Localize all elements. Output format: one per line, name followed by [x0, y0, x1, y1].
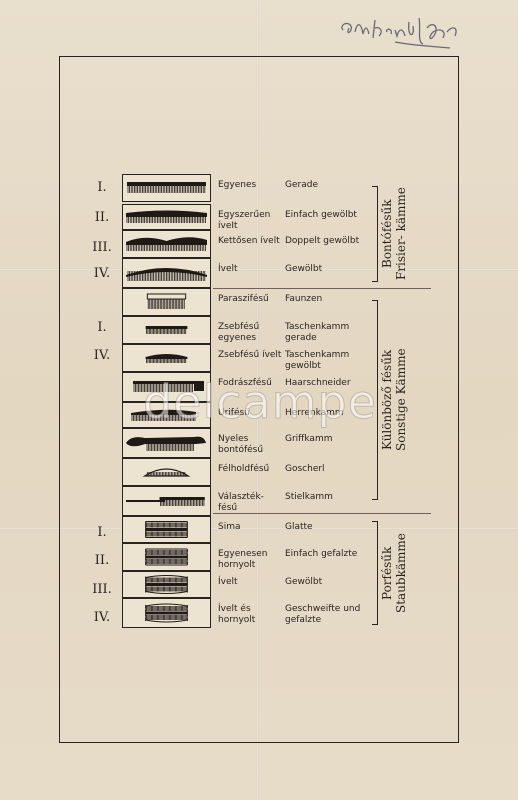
handwritten-signature: [341, 17, 457, 49]
row-label-german: Taschenkamm gewölbt: [285, 350, 350, 371]
row-label-hungarian: Félholdfésű: [218, 464, 270, 474]
row-label-hungarian: Egyenesen hornyolt: [218, 549, 268, 570]
fine-grooved-comb-icon: [145, 548, 188, 566]
fine-arched-comb-icon: [145, 575, 188, 594]
comb-illustration: [122, 204, 211, 230]
table-frame: [59, 56, 459, 743]
comb-illustration: [122, 543, 211, 571]
row-label-german: Gewölbt: [285, 577, 323, 587]
row-roman-numeral: II.: [94, 210, 110, 225]
row-label-german: Griffkamm: [285, 434, 333, 444]
comb-illustration: [122, 174, 211, 202]
row-roman-numeral: I.: [97, 180, 107, 195]
row-roman-numeral: I.: [97, 320, 107, 335]
comb-illustration: [122, 598, 211, 628]
group-bracket: [372, 186, 378, 282]
curved-comb-icon: [126, 210, 207, 223]
row-label-hungarian: Ívelt: [218, 577, 238, 587]
fold-line-horizontal: [0, 527, 518, 530]
comb-illustration: [122, 288, 211, 316]
comb-illustration: [122, 402, 211, 428]
halfmoon-comb-icon: [142, 468, 191, 477]
row-label-german: Geschweifte und gefalzte: [285, 604, 361, 625]
row-label-hungarian: Ívelt: [218, 264, 238, 274]
double-curved-comb-icon: [126, 237, 207, 251]
row-label-hungarian: Fodrászfésű: [218, 378, 272, 388]
row-label-hungarian: Ívelt és hornyolt: [218, 604, 256, 625]
row-label-hungarian: Kettősen ívelt: [218, 236, 280, 246]
row-label-hungarian: Nyeles bontófésű: [218, 434, 264, 455]
row-label-german: Goscherl: [285, 464, 325, 474]
comb-illustration: [122, 486, 211, 516]
fold-line-vertical: [256, 0, 259, 800]
row-label-german: Glatte: [285, 522, 313, 532]
row-label-german: Gerade: [285, 180, 318, 190]
pocket-comb-icon: [145, 326, 188, 334]
row-label-hungarian: Választék- fésű: [218, 492, 264, 513]
row-label-german: Einfach gefalzte: [285, 549, 358, 559]
row-label-german: Einfach gewölbt: [285, 210, 357, 220]
row-roman-numeral: III.: [92, 582, 112, 597]
tail-comb-icon: [126, 497, 205, 506]
fine-comb-icon: [145, 521, 188, 538]
row-label-hungarian: Sima: [218, 522, 241, 532]
group-bracket: [372, 521, 378, 625]
row-label-german: Doppelt gewölbt: [285, 236, 360, 246]
arched-comb-icon: [126, 268, 207, 281]
group-divider: [213, 288, 431, 289]
row-label-hungarian: Urifésű: [218, 408, 250, 418]
comb-illustration: [122, 258, 211, 288]
comb-illustration: [122, 571, 211, 598]
row-roman-numeral: IV.: [93, 266, 111, 281]
pocket-curved-comb-icon: [145, 354, 188, 363]
mens-comb-icon: [131, 409, 196, 421]
row-label-german: Herrenkamm: [285, 408, 344, 418]
row-label-german: Taschenkamm gerade: [285, 322, 350, 343]
comb-illustration: [122, 458, 211, 486]
row-roman-numeral: II.: [94, 553, 110, 568]
comb-illustration: [122, 316, 211, 344]
fold-line-horizontal: [0, 268, 518, 271]
row-label-hungarian: Egyenes: [218, 180, 257, 190]
comb-illustration: [122, 428, 211, 458]
row-label-hungarian: Paraszifésű: [218, 294, 269, 304]
row-label-hungarian: Egyszerűen íveIt: [218, 210, 271, 231]
row-roman-numeral: IV.: [93, 610, 111, 625]
fine-arched-grooved-comb-icon: [145, 603, 188, 623]
row-label-german: Stielkamm: [285, 492, 333, 502]
straight-comb-icon: [127, 182, 206, 193]
row-label-hungarian: Zsebfésű egyenes: [218, 322, 260, 343]
barber-comb-icon: [133, 381, 204, 392]
row-label-german: Haarschneider: [285, 378, 351, 388]
comb-illustration: [122, 230, 211, 258]
row-label-german: Gewölbt: [285, 264, 323, 274]
row-roman-numeral: IV.: [93, 348, 111, 363]
group-divider: [213, 513, 431, 514]
watermark: delcampe: [142, 375, 378, 430]
comb-illustration: [122, 372, 211, 402]
row-label-german: Faunzen: [285, 294, 323, 304]
row-label-hungarian: Zsebfésű ívelt: [218, 350, 282, 360]
row-roman-numeral: I.: [97, 525, 107, 540]
row-roman-numeral: III.: [92, 240, 112, 255]
handle-comb-icon: [126, 436, 206, 451]
group-bracket: [372, 300, 378, 500]
comb-illustration: [122, 344, 211, 372]
small-comb-icon: [146, 293, 187, 309]
comb-illustration: [122, 516, 211, 543]
